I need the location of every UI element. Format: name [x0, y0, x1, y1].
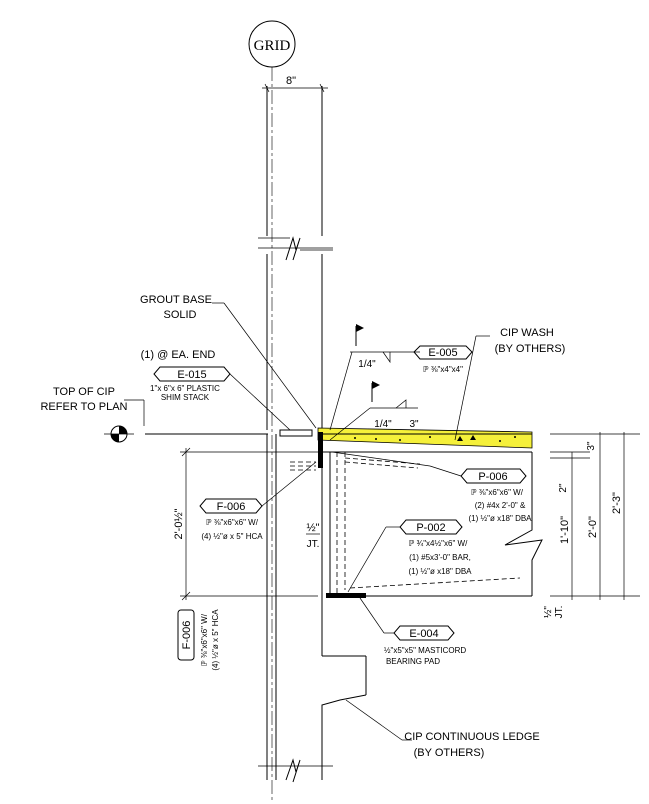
svg-text:1"x 6"x 6" PLASTIC: 1"x 6"x 6" PLASTIC [150, 384, 220, 393]
f006-vertical-note: F-006 ℙ ⅜"x6"x6" W/ (4) ½"ø x 5" HCA [177, 609, 220, 671]
svg-text:ℙ ⅜"x6"x6" W/: ℙ ⅜"x6"x6" W/ [471, 488, 524, 497]
weld-note-2: 1/4" 3" [329, 381, 419, 441]
svg-text:(1) #5x3'-0" BAR,: (1) #5x3'-0" BAR, [409, 553, 471, 562]
svg-text:3": 3" [409, 419, 419, 430]
p002-note: P-002 ℙ ¾"x4½"x6" W/ (1) #5x3'-0" BAR, (… [347, 519, 472, 593]
joint-gap-dimension: ½" JT. [306, 522, 320, 550]
svg-text:GROUT BASE: GROUT BASE [140, 294, 212, 306]
panel-height-label: 2'-0½" [173, 508, 185, 539]
precast-beam [322, 433, 543, 597]
svg-text:ℙ ⅜"x6"x6" W/: ℙ ⅜"x6"x6" W/ [206, 518, 259, 527]
right-1-10-label: 1'-10" [559, 516, 571, 544]
precast-wall-upper [258, 86, 333, 430]
embed-plate-f006 [318, 432, 323, 468]
svg-text:SHIM STACK: SHIM STACK [161, 393, 210, 402]
svg-text:REFER TO PLAN: REFER TO PLAN [40, 401, 127, 413]
bottom-half-label: ½" [543, 606, 554, 618]
f006-tag: F-006 [217, 501, 246, 513]
svg-text:CIP CONTINUOUS LEDGE: CIP CONTINUOUS LEDGE [404, 731, 540, 743]
f006-note: F-006 ℙ ⅜"x6"x6" W/ (4) ½"ø x 5" HCA [199, 461, 317, 541]
e005-tag: E-005 [428, 347, 457, 359]
e005-note: 1/4" E-005 ℙ ⅜"x4"x4" [329, 324, 473, 431]
grid-bubble: GRID [248, 20, 296, 68]
cip-ledge-note: CIP CONTINUOUS LEDGE (BY OTHERS) [345, 699, 540, 759]
gap-jt-label: JT. [307, 539, 320, 550]
bearing-pad [326, 593, 366, 598]
svg-text:(4) ½"ø x 5" HCA: (4) ½"ø x 5" HCA [211, 609, 220, 671]
svg-text:1/4": 1/4" [358, 359, 376, 370]
right-2-3-label: 2'-3" [611, 492, 623, 514]
grid-label: GRID [254, 38, 291, 54]
grout-base-note: GROUT BASE SOLID [140, 294, 317, 429]
precast-wall-lower [258, 434, 367, 783]
cip-wash-fill [317, 427, 533, 449]
p006-tag: P-006 [478, 471, 507, 483]
cip-wash-note: CIP WASH (BY OTHERS) [454, 327, 566, 441]
right-dimensions: 3" 2" 1'-10" 2'-0" 2'-3" [550, 432, 640, 600]
p006-note: P-006 ℙ ⅜"x6"x6" W/ (2) #4x 2'-0" & (1) … [331, 451, 532, 523]
gap-half-label: ½" [306, 522, 319, 534]
svg-text:BEARING PAD: BEARING PAD [386, 657, 440, 666]
p002-tag: P-002 [416, 522, 445, 534]
e015-tag: E-015 [177, 369, 206, 381]
e004-tag: E-004 [409, 628, 438, 640]
shim-stack [279, 429, 313, 437]
e015-note: (1) @ EA. END E-015 1"x 6"x 6" PLASTIC S… [141, 349, 291, 431]
svg-text:ℙ ⅜"x6"x6" W/: ℙ ⅜"x6"x6" W/ [200, 613, 209, 666]
top-of-cip-note: TOP OF CIP REFER TO PLAN [40, 386, 145, 426]
svg-text:1/4": 1/4" [374, 419, 392, 430]
right-2-0-label: 2'-0" [587, 516, 599, 538]
svg-text:(1) ½"ø x18" DBA: (1) ½"ø x18" DBA [408, 567, 472, 576]
e004-note: E-004 ½"x5"x5" MASTICORD BEARING PAD [359, 597, 467, 666]
svg-text:½"x5"x5" MASTICORD: ½"x5"x5" MASTICORD [384, 646, 467, 655]
panel-height-dimension: 2'-0½" [173, 447, 318, 601]
svg-text:(BY OTHERS): (BY OTHERS) [495, 343, 566, 355]
wall-width-label: 8" [286, 75, 296, 87]
f006-vertical-tag: F-006 [181, 621, 193, 650]
svg-text:ℙ ¾"x4½"x6" W/: ℙ ¾"x4½"x6" W/ [409, 539, 468, 548]
svg-text:(BY OTHERS): (BY OTHERS) [414, 747, 485, 759]
svg-text:CIP WASH: CIP WASH [500, 327, 554, 339]
svg-text:TOP OF CIP: TOP OF CIP [53, 386, 115, 398]
svg-text:(2) #4x 2'-0" &: (2) #4x 2'-0" & [475, 501, 526, 510]
bottom-jt-dimension: ½" JT. [543, 606, 565, 619]
concrete-stipple [354, 435, 516, 442]
svg-text:(4) ½"ø x 5" HCA: (4) ½"ø x 5" HCA [201, 532, 263, 541]
right-3-label: 3" [586, 441, 597, 451]
right-2-label: 2" [558, 483, 569, 493]
svg-text:(1) ½"ø x18" DBA: (1) ½"ø x18" DBA [468, 514, 532, 523]
svg-text:ℙ ⅜"x4"x4": ℙ ⅜"x4"x4" [423, 365, 463, 374]
svg-text:(1) @ EA. END: (1) @ EA. END [141, 349, 216, 361]
bottom-jt-label: JT. [554, 606, 565, 619]
elevation-marker-icon [104, 425, 134, 443]
svg-text:SOLID: SOLID [163, 309, 196, 321]
